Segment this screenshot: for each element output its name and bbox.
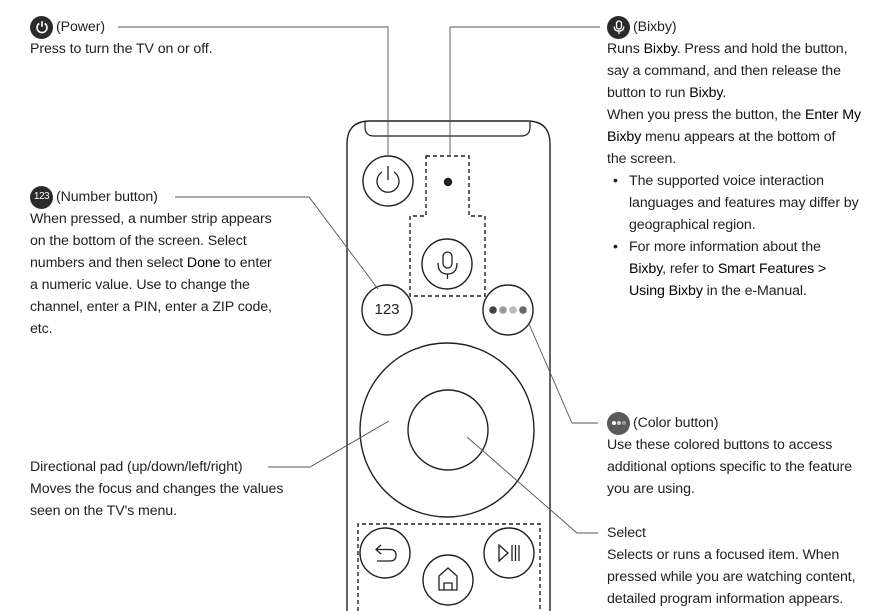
play-pause-button bbox=[483, 527, 535, 579]
leader-color bbox=[528, 323, 598, 424]
power-button bbox=[362, 155, 414, 207]
leader-dpad bbox=[268, 420, 390, 468]
bixby-line-5: Bixby menu appears at the bottom of bbox=[607, 129, 836, 145]
bixby-mic-icon bbox=[607, 15, 630, 39]
bixby-title: (Bixby) bbox=[633, 19, 677, 35]
dpad-title: Directional pad (up/down/left/right) bbox=[30, 459, 243, 475]
bixby-mic-icon bbox=[442, 251, 453, 269]
color-dots bbox=[489, 306, 527, 314]
dpad-section: Directional pad (up/down/left/right) Mov… bbox=[30, 456, 283, 522]
bixby-button bbox=[421, 238, 473, 290]
dpad-line-2: seen on the TV's menu. bbox=[30, 503, 177, 519]
color-dots-icon bbox=[607, 411, 630, 435]
number-line-4: a numeric value. Use to change the bbox=[30, 277, 250, 293]
select-line-1: Selects or runs a focused item. When bbox=[607, 547, 840, 563]
bixby-notes: The supported voice interaction language… bbox=[607, 170, 877, 302]
leader-number bbox=[175, 196, 379, 290]
bottom-dashed-area bbox=[357, 523, 541, 611]
number-title: (Number button) bbox=[56, 189, 158, 205]
bixby-note-2: For more information about the Bixby, re… bbox=[607, 236, 877, 302]
power-icon bbox=[30, 15, 53, 39]
select-section: Select Selects or runs a focused item. W… bbox=[607, 522, 856, 610]
dpad-line-1: Moves the focus and changes the values bbox=[30, 481, 284, 497]
number-section: 123 (Number button) When pressed, a numb… bbox=[30, 185, 272, 340]
bixby-line-6: the screen. bbox=[607, 151, 677, 167]
number-button bbox=[361, 284, 413, 336]
bixby-note-1: The supported voice interaction language… bbox=[607, 170, 877, 236]
number-title-row: 123 (Number button) bbox=[30, 185, 272, 209]
power-section: (Power) Press to turn the TV on or off. bbox=[30, 15, 213, 60]
power-icon bbox=[376, 171, 400, 193]
back-button bbox=[359, 527, 411, 579]
color-section: (Color button) Use these colored buttons… bbox=[607, 411, 853, 500]
bixby-section: (Bixby) Runs Bixby. Press and hold the b… bbox=[607, 15, 877, 302]
select-button bbox=[407, 389, 489, 471]
select-title: Select bbox=[607, 525, 646, 541]
microphone-hole bbox=[443, 177, 453, 187]
remote-body bbox=[346, 120, 551, 611]
select-line-3: detailed program information appears. bbox=[607, 591, 844, 607]
done-keyword: Done bbox=[186, 255, 221, 271]
color-line-3: you are using. bbox=[607, 481, 695, 497]
number-line-2: on the bottom of the screen. Select bbox=[30, 233, 247, 249]
number-line-5: channel, enter a PIN, enter a ZIP code, bbox=[30, 299, 272, 315]
bixby-line-3: button to run Bixby. bbox=[607, 85, 727, 101]
leader-bixby bbox=[449, 26, 600, 156]
directional-pad bbox=[359, 342, 535, 518]
bixby-title-row: (Bixby) bbox=[607, 15, 877, 39]
color-title-row: (Color button) bbox=[607, 411, 852, 435]
number-line-6: etc. bbox=[30, 321, 53, 337]
number-button-label: 123 bbox=[374, 301, 400, 318]
power-description: Press to turn the TV on or off. bbox=[30, 41, 213, 57]
number-line-1: When pressed, a number strip appears bbox=[30, 211, 272, 227]
select-line-2: pressed while you are watching content, bbox=[607, 569, 856, 585]
leader-select bbox=[466, 436, 598, 534]
play-pause-icon bbox=[498, 543, 509, 563]
back-icon bbox=[375, 544, 397, 562]
color-title: (Color button) bbox=[633, 415, 719, 431]
color-button bbox=[482, 284, 534, 336]
bixby-line-4: When you press the button, the Enter My bbox=[607, 107, 861, 123]
number-icon: 123 bbox=[30, 185, 53, 209]
bixby-line-2: say a command, and then release the bbox=[607, 63, 841, 79]
power-title-row: (Power) bbox=[30, 15, 213, 39]
home-button bbox=[422, 554, 474, 606]
leader-power bbox=[118, 26, 389, 156]
mic-dashed-area bbox=[409, 155, 486, 297]
color-line-1: Use these colored buttons to access bbox=[607, 437, 833, 453]
bixby-line-1: Runs Bixby. Press and hold the button, bbox=[607, 41, 848, 57]
power-title: (Power) bbox=[56, 19, 105, 35]
color-line-2: additional options specific to the featu… bbox=[607, 459, 853, 475]
number-line-3: numbers and then select Done to enter bbox=[30, 255, 272, 271]
remote-top-edge bbox=[364, 122, 531, 137]
home-icon bbox=[438, 567, 458, 591]
